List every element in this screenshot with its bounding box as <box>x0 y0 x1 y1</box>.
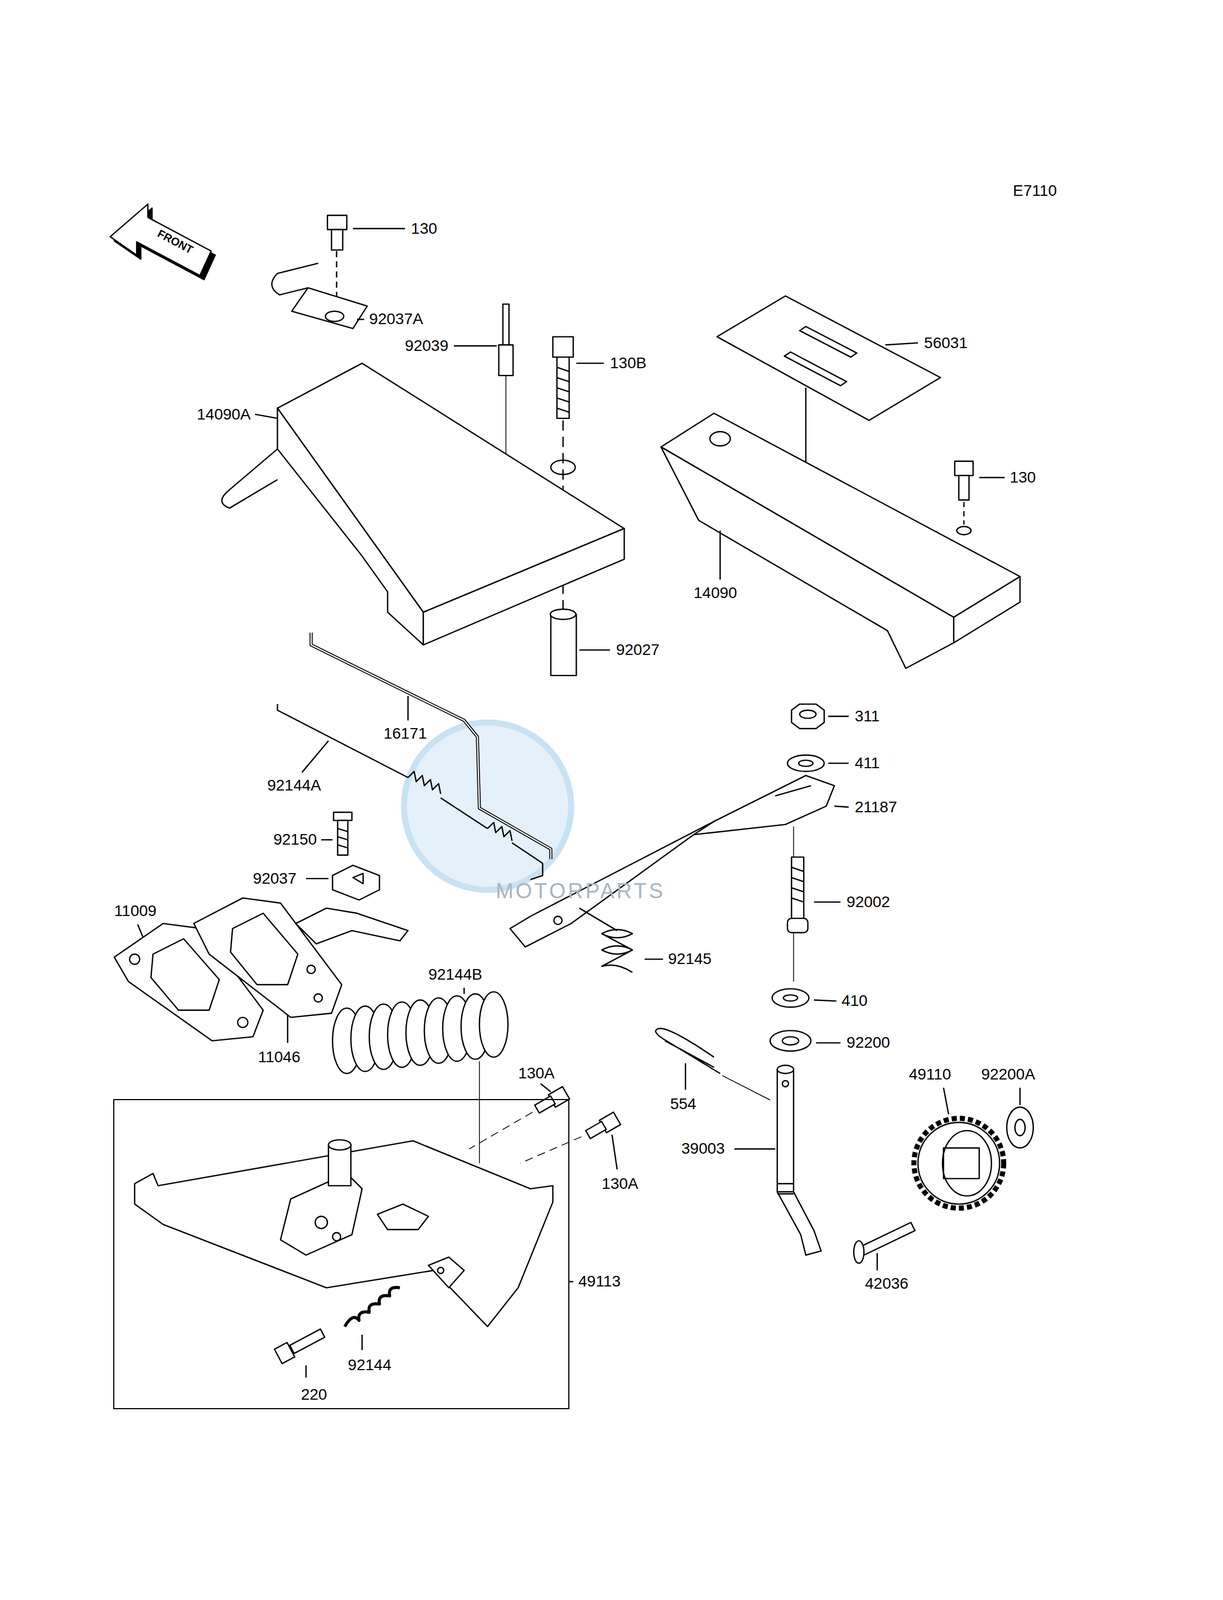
callout-number: 92027 <box>616 641 660 658</box>
callout-number: 39003 <box>681 1140 725 1157</box>
callout-number: 92144B <box>428 966 483 983</box>
callout-number: 14090 <box>693 585 738 601</box>
watermark: MOTORPARTS <box>495 880 666 902</box>
callout-number: 49113 <box>578 1273 621 1289</box>
callout-number: 554 <box>670 1095 697 1112</box>
callout-number: 311 <box>854 708 881 724</box>
callout-number: 92037A <box>369 311 424 327</box>
callout-number: 92144A <box>267 777 322 794</box>
callout-number: 92200A <box>981 1066 1036 1082</box>
assembly-frame: 220 92144 <box>113 1098 570 1409</box>
callout-number: 92039 <box>404 337 449 354</box>
callout-number: 130A <box>601 1175 638 1192</box>
callout-number: 411 <box>854 755 881 771</box>
callout-number: 92200 <box>846 1034 891 1051</box>
callout-number: 42036 <box>864 1275 909 1292</box>
callout-number: 21187 <box>854 799 898 815</box>
callout-number: 92150 <box>273 831 317 848</box>
callout-number: 11046 <box>258 1049 301 1065</box>
callout-number: 130 <box>411 220 438 237</box>
callout-number: 92144 <box>347 1356 392 1373</box>
callout-number: 130 <box>1009 469 1037 486</box>
callout-number: 130A <box>518 1065 555 1081</box>
callout-number: 92002 <box>846 893 891 910</box>
callout-number: 92037 <box>253 870 297 887</box>
direction-label: FRONT <box>155 227 195 256</box>
callout-number: 130B <box>610 355 647 371</box>
callout-number: 14090A <box>196 406 251 423</box>
callout-number: 92145 <box>668 950 712 967</box>
callout-number: 56031 <box>924 335 968 351</box>
callout-number: 410 <box>841 992 868 1009</box>
callout-number: 11009 <box>114 902 157 919</box>
callout-number: 16171 <box>383 725 428 742</box>
callout-number: 49110 <box>909 1066 952 1082</box>
callout-number: E7110 <box>1012 182 1057 199</box>
watermark-globe <box>403 722 572 890</box>
callout-number: 220 <box>301 1386 328 1403</box>
